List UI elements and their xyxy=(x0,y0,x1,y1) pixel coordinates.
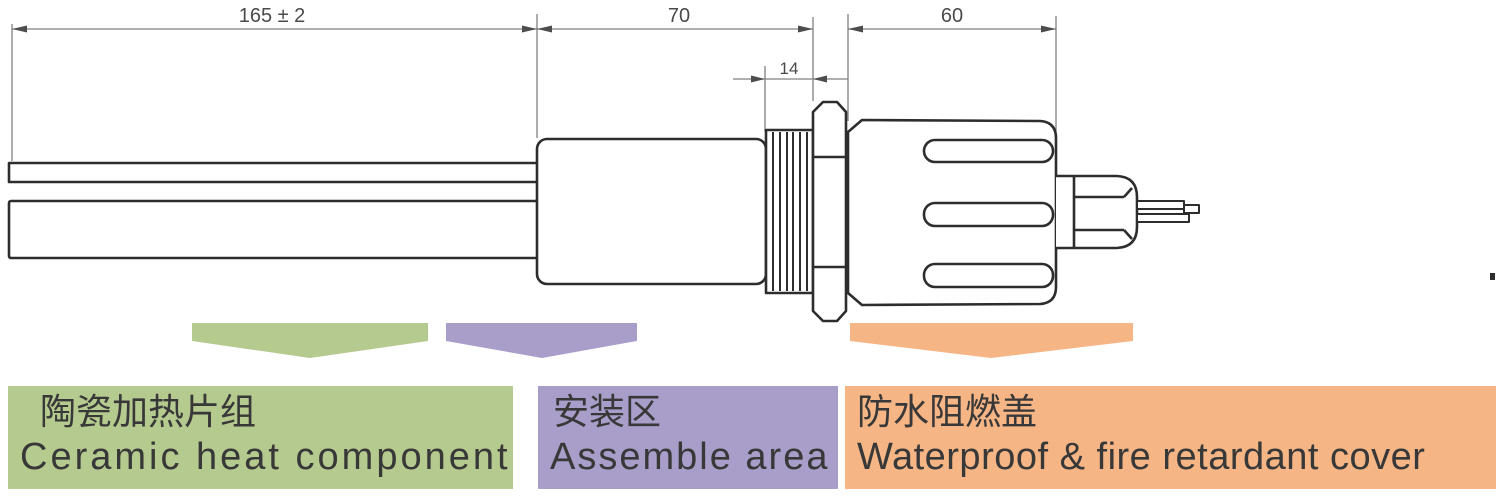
dimension-thread-length: 14 xyxy=(780,59,799,78)
cover-slot xyxy=(922,201,1055,228)
cover-slot xyxy=(922,262,1055,289)
cable-gland xyxy=(1056,174,1139,250)
dimension-extension-lines xyxy=(11,14,1057,161)
zone-label-waterproof: 防水阻燃盖 Waterproof & fire retardant cover xyxy=(845,386,1496,489)
zone-label-waterproof-zh: 防水阻燃盖 xyxy=(857,391,1038,432)
cover-slot xyxy=(922,138,1055,164)
dimension-assemble-length: 70 xyxy=(668,5,690,27)
dimension-lines xyxy=(12,28,1056,80)
zone-pointer-assemble xyxy=(446,323,637,358)
zone-label-ceramic-zh: 陶瓷加热片组 xyxy=(40,391,257,432)
zone-pointer-waterproof xyxy=(850,323,1133,358)
zone-label-assemble-en: Assemble area xyxy=(550,436,830,478)
ceramic-heater-bar xyxy=(7,199,540,260)
dimension-cover-length: 60 xyxy=(941,5,963,27)
dimension-arrow-icons xyxy=(12,25,1056,83)
zone-label-waterproof-en: Waterproof & fire retardant cover xyxy=(857,436,1426,478)
zone-label-assemble-zh: 安装区 xyxy=(553,391,662,432)
wire-lead xyxy=(1136,200,1185,210)
zone-label-ceramic-en: Ceramic heat component xyxy=(20,436,511,478)
heater-lead-bar xyxy=(7,161,540,184)
wire-lead xyxy=(1183,204,1200,214)
assemble-barrel xyxy=(535,137,768,286)
hex-flange xyxy=(811,100,848,323)
dimension-total-length: 165 ± 2 xyxy=(239,5,306,27)
heater-device-outline xyxy=(7,100,1200,323)
wire-lead xyxy=(1136,213,1190,223)
zone-pointer-ceramic xyxy=(192,323,428,358)
zone-label-ceramic: 陶瓷加热片组 Ceramic heat component xyxy=(8,386,513,489)
edge-artifact xyxy=(1490,273,1495,280)
zone-label-assemble: 安装区 Assemble area xyxy=(538,386,838,489)
thread-ridge-lines xyxy=(772,132,808,291)
